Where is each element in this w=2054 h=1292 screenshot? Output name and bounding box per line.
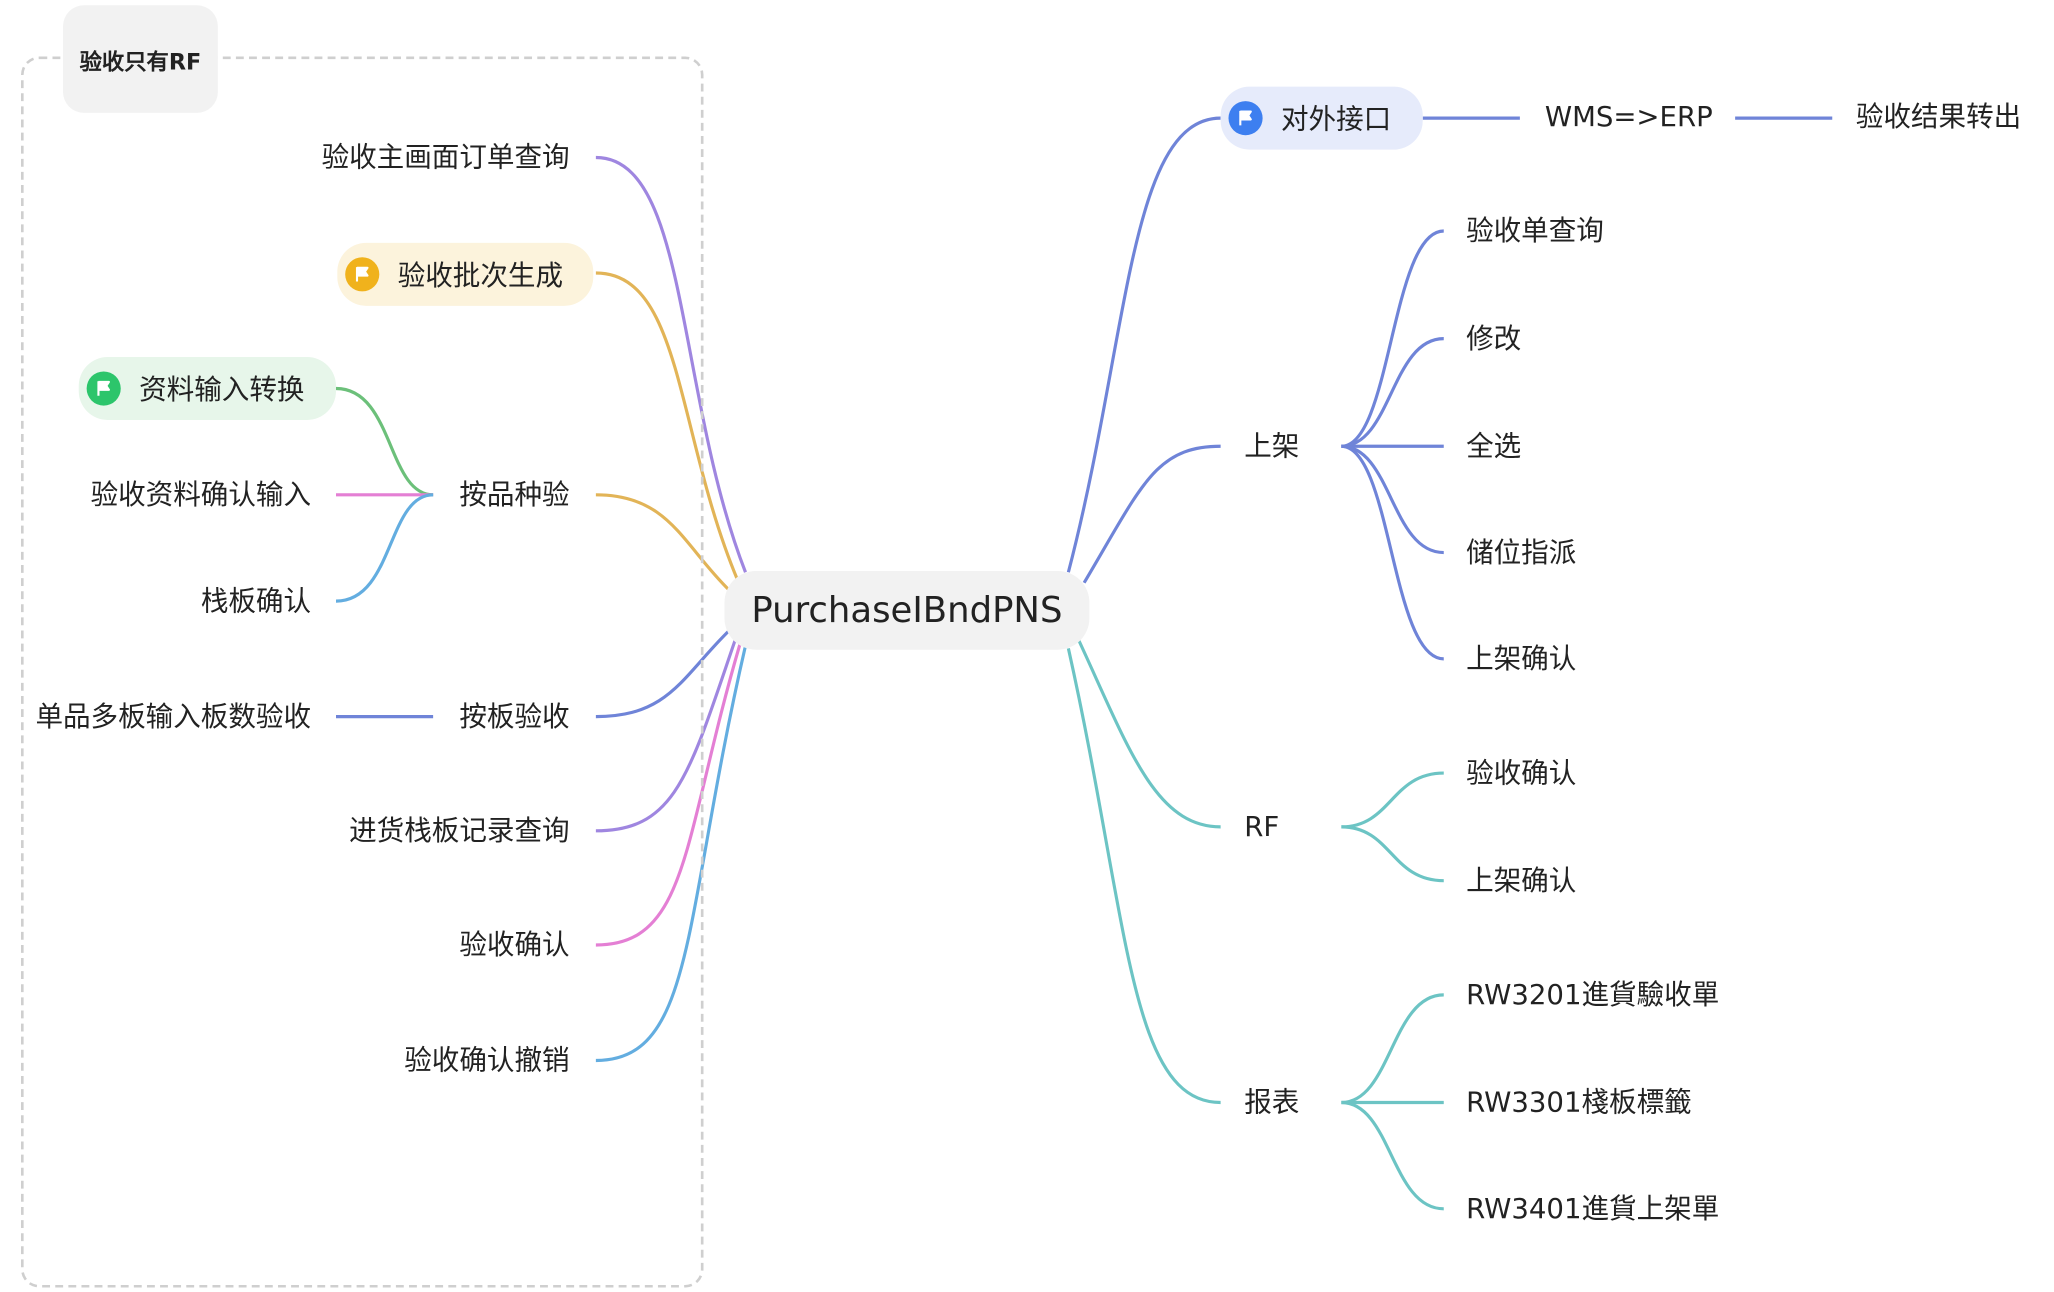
link-pallet-record <box>595 639 737 833</box>
topic-pallet-record[interactable]: 进货栈板记录查询 <box>349 815 570 847</box>
link-pa-5 <box>1341 444 1444 661</box>
link-confirm-cancel <box>595 645 748 1063</box>
topic-interface-label: 对外接口 <box>1281 103 1392 136</box>
link-rf-2 <box>1341 825 1444 883</box>
subtopic-report-rw3201[interactable]: RW3201進貨驗收單 <box>1466 979 1720 1011</box>
subtopic-report-rw3301[interactable]: RW3301棧板標籤 <box>1466 1086 1692 1119</box>
link-rf-1 <box>1341 771 1444 829</box>
link-convert <box>335 386 434 497</box>
link-pa-1 <box>1341 229 1444 448</box>
link-rp-1 <box>1341 993 1444 1105</box>
topic-report[interactable]: 报表 <box>1244 1086 1300 1119</box>
link-rp-3 <box>1341 1100 1444 1211</box>
subtopic-report-rw3401[interactable]: RW3401進貨上架單 <box>1466 1193 1720 1225</box>
boundary-box <box>21 56 704 1288</box>
subtopic-putaway-edit[interactable]: 修改 <box>1466 322 1522 355</box>
flag-icon <box>345 257 380 292</box>
link-confirm <box>595 642 742 947</box>
link-pa-4 <box>1341 444 1444 555</box>
link-rf <box>1077 639 1221 829</box>
subtopic-putaway-query[interactable]: 验收单查询 <box>1466 215 1604 247</box>
link-interface <box>1066 116 1221 573</box>
link-by-pallet <box>595 628 731 719</box>
link-order-query <box>595 155 747 573</box>
topic-by-product[interactable]: 按品种验 <box>459 479 570 511</box>
subtopic-pallet-confirm[interactable]: 栈板确认 <box>200 585 312 617</box>
topic-order-query[interactable]: 验收主画面订单查询 <box>321 141 570 174</box>
subtopic-rf-putaway-confirm[interactable]: 上架确认 <box>1466 864 1577 897</box>
topic-batch-gen-label: 验收批次生成 <box>397 259 564 292</box>
topic-batch-gen[interactable]: 验收批次生成 <box>337 242 594 306</box>
topic-result-out[interactable]: 验收结果转出 <box>1855 101 2022 133</box>
boundary-label[interactable]: 验收只有RF <box>63 5 218 113</box>
link-putaway <box>1082 444 1221 584</box>
link-pa-2 <box>1341 337 1444 448</box>
link-by-product <box>595 493 731 592</box>
topic-confirm[interactable]: 验收确认 <box>459 929 570 961</box>
subtopic-rf-receive-confirm[interactable]: 验收确认 <box>1466 757 1577 789</box>
subtopic-multi-pallet[interactable]: 单品多板输入板数验收 <box>35 700 312 733</box>
subtopic-convert[interactable]: 资料输入转换 <box>78 357 336 420</box>
topic-wms-erp[interactable]: WMS=>ERP <box>1544 101 1713 133</box>
topic-confirm-cancel[interactable]: 验收确认撤销 <box>404 1044 570 1077</box>
subtopic-confirm-input[interactable]: 验收资料确认输入 <box>90 479 312 511</box>
link-pallet-confirm <box>335 493 434 603</box>
link-batch-gen <box>595 271 740 581</box>
subtopic-putaway-select-all[interactable]: 全选 <box>1466 430 1522 463</box>
topic-rf[interactable]: RF <box>1244 811 1280 843</box>
root-topic[interactable]: PurchaseIBndPNS <box>724 570 1090 650</box>
topic-putaway[interactable]: 上架 <box>1244 430 1300 463</box>
topic-interface[interactable]: 对外接口 <box>1220 86 1423 150</box>
link-report <box>1066 648 1221 1105</box>
topic-by-pallet[interactable]: 按板验收 <box>459 700 570 733</box>
flag-icon <box>1228 101 1263 136</box>
flag-icon <box>86 371 121 406</box>
subtopic-putaway-assign[interactable]: 储位指派 <box>1466 536 1577 569</box>
subtopic-convert-label: 资料输入转换 <box>139 374 305 406</box>
subtopic-putaway-confirm[interactable]: 上架确认 <box>1466 643 1577 675</box>
